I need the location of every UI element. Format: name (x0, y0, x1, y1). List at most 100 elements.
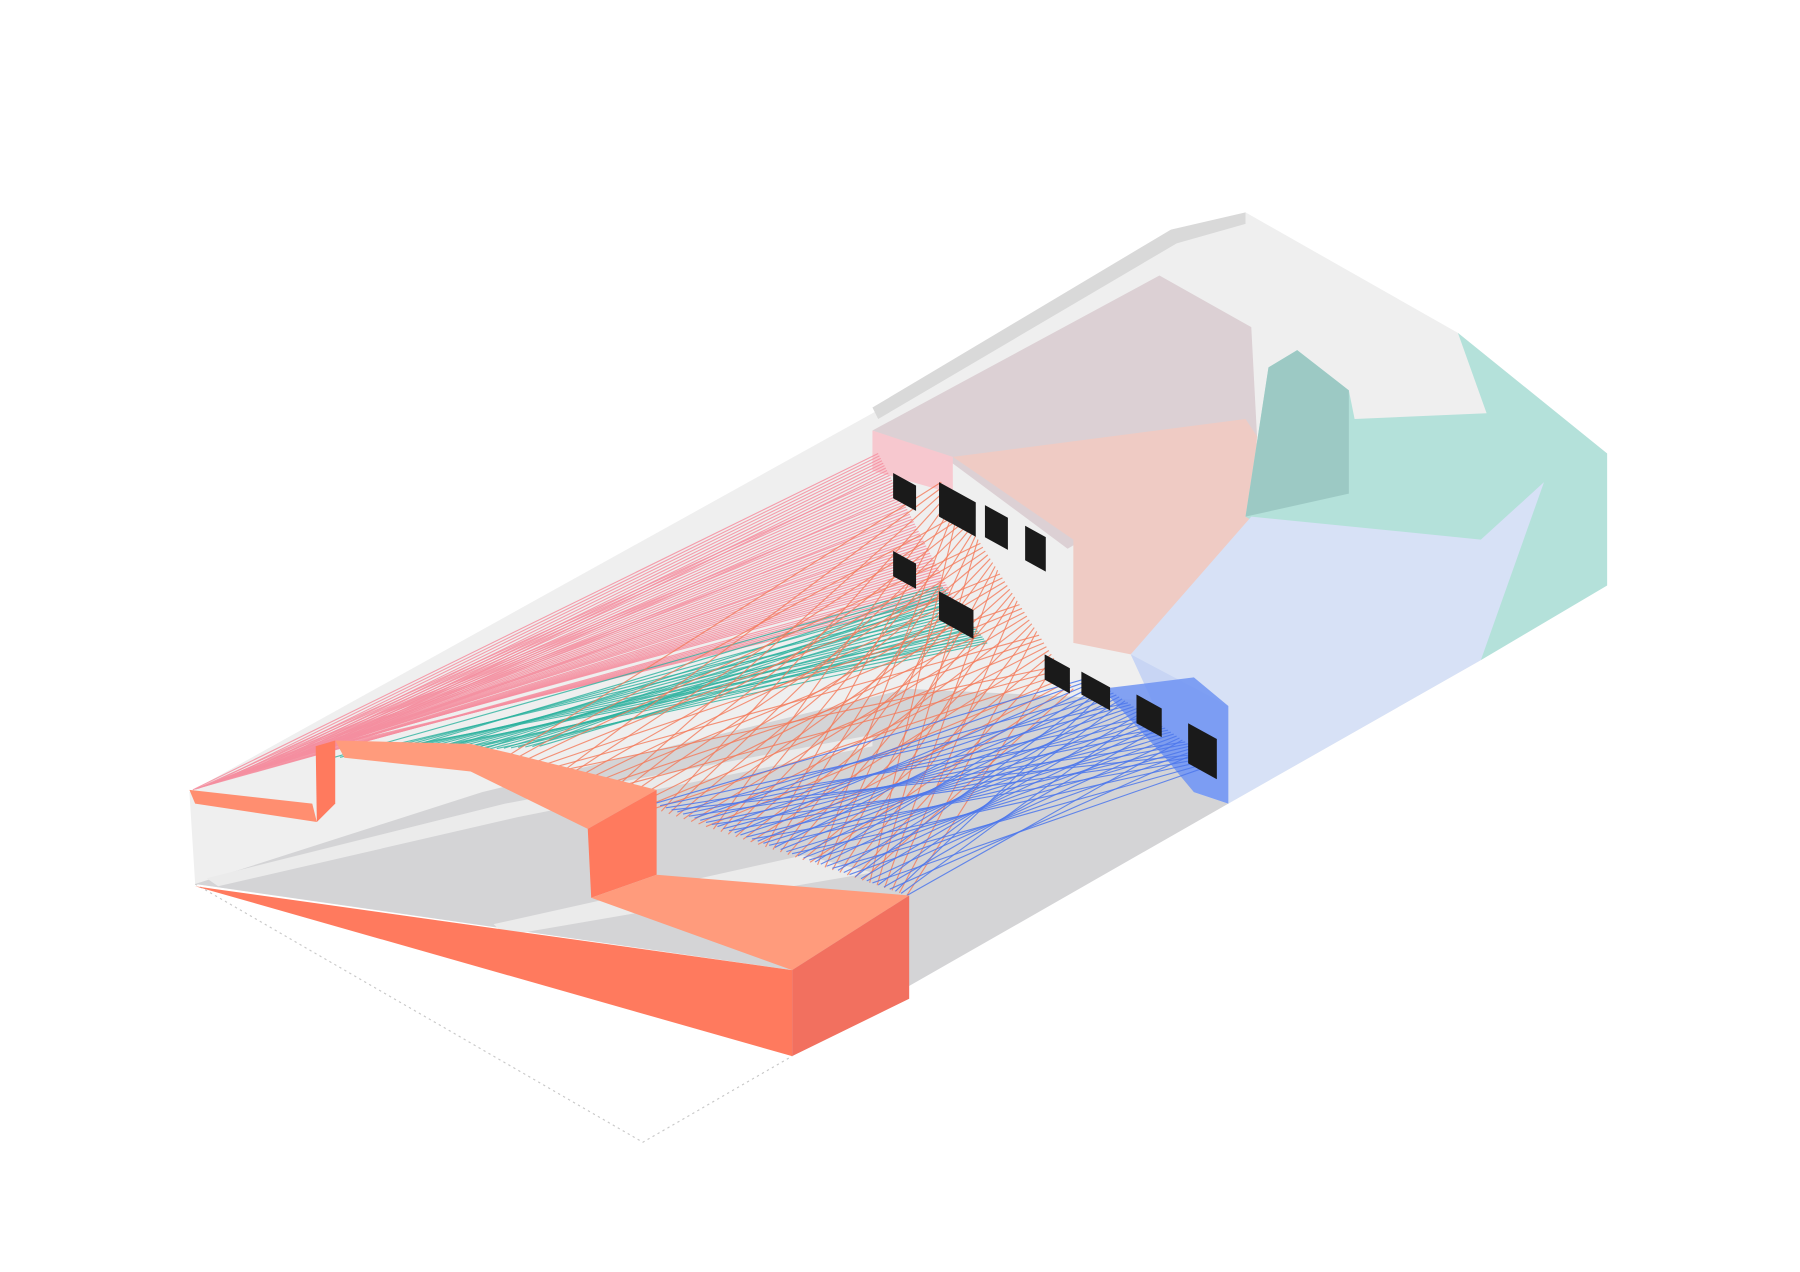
blue-sightline (860, 712, 1143, 880)
orange-sightline (527, 573, 1001, 766)
pink-sightline (197, 516, 912, 789)
blue-sightline (740, 706, 1134, 836)
blue-sightline (854, 686, 1106, 878)
opening (939, 591, 974, 639)
pink-sightline (248, 523, 916, 773)
blue-sightline (659, 702, 1128, 807)
blue-sightline (883, 725, 1163, 888)
pink-sightline (243, 460, 883, 775)
pink-sightline (238, 542, 926, 776)
orange-sightline (534, 604, 1020, 769)
pink-sightline (240, 501, 904, 775)
teal-sightline (368, 594, 950, 757)
blue-sightline (757, 694, 1117, 842)
teal-face (1245, 350, 1349, 517)
opening (1136, 694, 1162, 738)
blue-sightline (791, 758, 1212, 855)
pink-sightline (224, 499, 903, 781)
orange-ribbon-lower-top (591, 874, 910, 971)
orange-front-wedge (195, 886, 793, 1057)
pink-lower (952, 419, 1258, 655)
blue-sightline (746, 731, 1172, 838)
pink-sightline (260, 462, 884, 769)
blue-sightline (872, 762, 1218, 884)
blue-sightline (694, 678, 1094, 819)
orange-sightline (608, 489, 947, 794)
orange-sightline (802, 653, 1052, 861)
blue-sightline (728, 743, 1189, 832)
orange-sightline (876, 539, 979, 886)
pink-face (872, 430, 953, 494)
orange-sightline (594, 638, 1042, 789)
pink-sightline (199, 474, 890, 789)
floor-strip (206, 734, 873, 887)
blue-sightline (803, 721, 1157, 859)
blue-sightline (843, 723, 1160, 874)
orange-sightline (638, 611, 1025, 805)
orange-sightline (712, 497, 952, 830)
orange-ribbon-end (189, 789, 317, 822)
blue-sightline (877, 700, 1126, 886)
pink-sightline (293, 467, 887, 758)
blue-sightline (826, 735, 1177, 867)
pink-sightline (233, 479, 893, 778)
orange-sightline (542, 634, 1040, 771)
pink-sightline (216, 477, 892, 783)
opening (1044, 654, 1070, 694)
blue-sightline (734, 680, 1097, 834)
orange-front-side (792, 895, 910, 1057)
orange-sightline (742, 619, 1030, 840)
blue-sightline (682, 715, 1149, 815)
blue-sightline (705, 729, 1169, 823)
blue-sightline (723, 717, 1151, 830)
blue-sightline (654, 676, 1091, 805)
opening (939, 482, 976, 537)
orange-sightline (854, 657, 1055, 878)
orange-ribbon-wall (315, 740, 336, 822)
opening (893, 551, 917, 589)
opening (1025, 525, 1046, 572)
blue-sightline (665, 727, 1166, 809)
teal-sightline (396, 638, 985, 755)
orange-ribbon-face (587, 789, 657, 898)
orange-ribbon-top (335, 740, 657, 829)
blue-sightline (906, 739, 1183, 896)
orange-sightline (512, 512, 962, 761)
teal-sightline (496, 642, 988, 750)
pink-sightline (310, 469, 888, 753)
pink-sightline (320, 596, 953, 750)
orange-sightline (861, 688, 1074, 881)
floor (195, 688, 1229, 988)
orange-sightline (504, 481, 942, 759)
orange-sightline (817, 504, 957, 866)
orange-sightline (579, 577, 1003, 784)
blue-sightline (751, 756, 1209, 840)
blue-sightline (900, 714, 1146, 894)
blue-top (1130, 482, 1545, 804)
orange-sightline (586, 607, 1023, 787)
teal-sightline (382, 586, 944, 756)
orange-sightline (891, 600, 1018, 891)
blue-sightline (671, 753, 1203, 811)
pink-sightline (330, 576, 943, 747)
blue-sightline (700, 704, 1131, 821)
blue-sightline (814, 684, 1103, 863)
orange-sightline (549, 665, 1059, 774)
blue-sightline (711, 755, 1206, 826)
blue-sightline (849, 749, 1197, 876)
blue-sightline (837, 698, 1123, 871)
pink-sightline (231, 521, 914, 778)
shell-ridge (872, 212, 1246, 420)
opening (1081, 671, 1111, 711)
blue-sightline (832, 760, 1215, 869)
pink-sightline (192, 452, 879, 791)
openings (893, 472, 1217, 780)
pink-sightline (209, 455, 880, 785)
orange-sightline (653, 672, 1064, 810)
pink-sightline (322, 555, 932, 749)
blue-sightline (688, 741, 1186, 817)
pink-sightline (277, 465, 885, 764)
pink-sightline (207, 496, 902, 786)
opening (1188, 723, 1217, 780)
blue-sightline (774, 682, 1100, 848)
